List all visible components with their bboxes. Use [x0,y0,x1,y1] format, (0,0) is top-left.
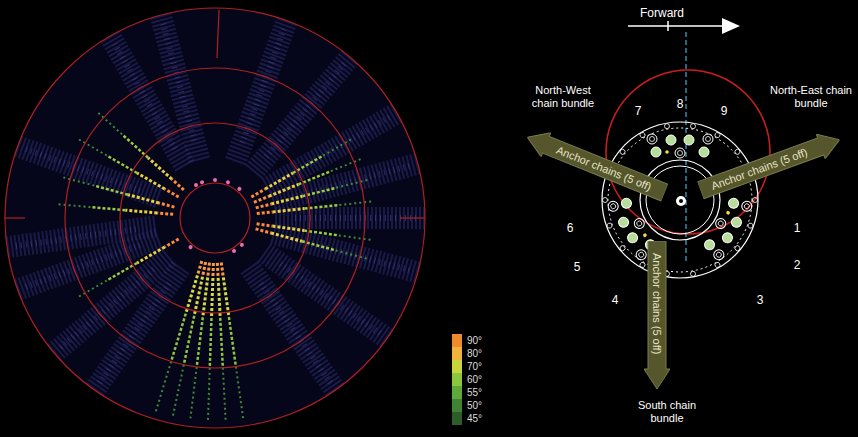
direction-label: Forward [640,6,710,20]
legend-swatch [452,386,462,399]
legend-text: 55° [467,386,482,399]
bundle-label: North-West chain bundle [522,84,604,110]
callout-number: 5 [569,260,585,274]
legend-text: 90° [467,334,482,347]
legend-swatch [452,373,462,386]
callout-number: 4 [607,293,623,307]
callout-number: 3 [752,293,768,307]
legend-text: 45° [467,412,482,425]
bundle-label: North-East chain bundle [770,84,852,110]
arrow-label: Anchor chains (5 off) [644,253,670,354]
legend-swatch [452,334,462,347]
callout-number: 2 [789,258,805,272]
callout-number: 1 [789,221,805,235]
legend-swatch [452,347,462,360]
callout-number: 7 [630,104,646,118]
legend-swatch [452,399,462,412]
arrow-label: Anchor chains (5 off) [707,139,811,198]
legend-swatch [452,412,462,425]
legend-swatch [452,360,462,373]
bundle-label: South chain bundle [627,399,707,425]
chain-arrow: Anchor chains (5 off) [644,241,670,389]
arrow-label: Anchor chains (5 off) [552,137,656,199]
legend-text: 70° [467,360,482,373]
callout-number: 6 [562,221,578,235]
legend-text: 50° [467,399,482,412]
callout-number: 9 [716,104,732,118]
legend-text: 60° [467,373,482,386]
chain-arrow: Anchor chains (5 off) [696,127,844,202]
legend-text: 80° [467,347,482,360]
callout-number: 8 [672,97,688,111]
